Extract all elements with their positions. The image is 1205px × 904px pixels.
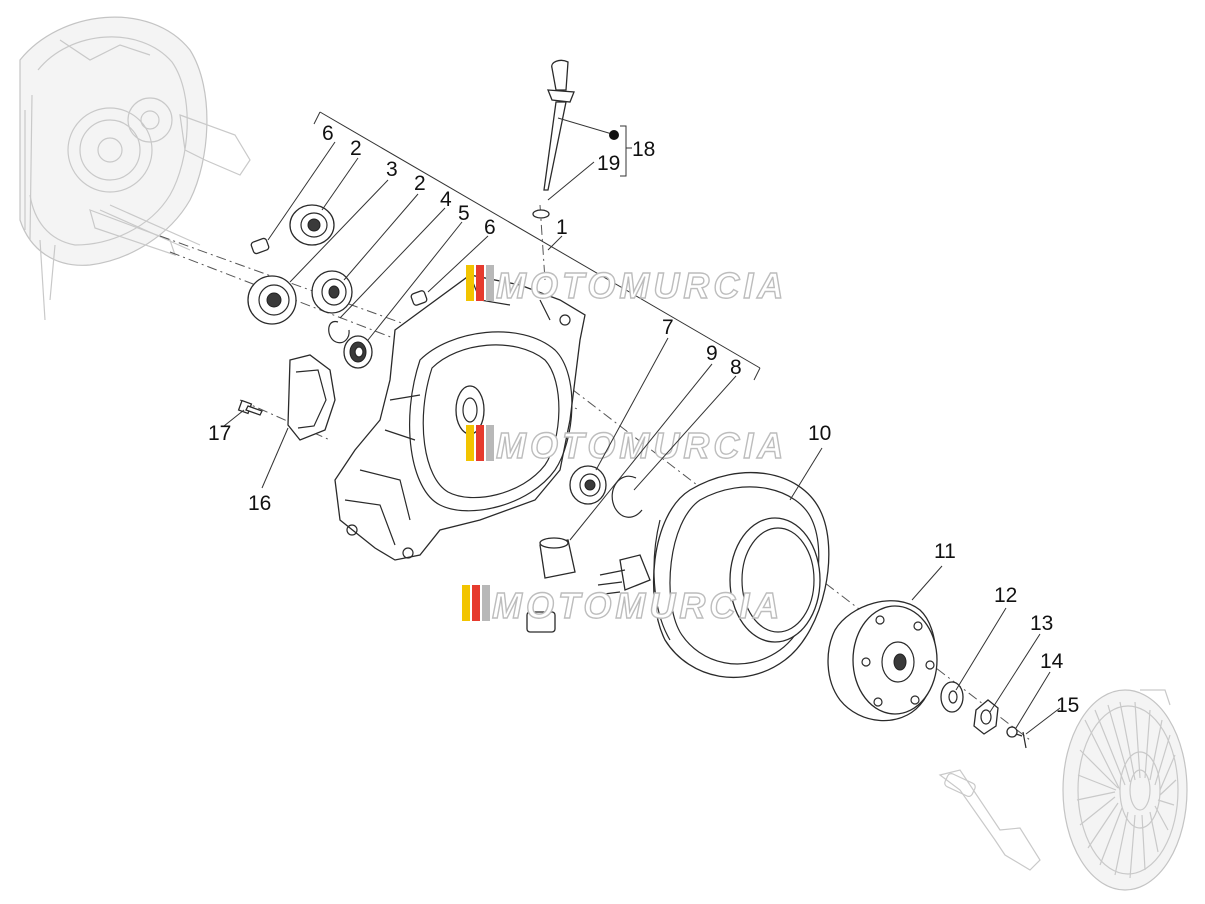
callout-3: 3: [386, 158, 398, 181]
callout-12: 12: [994, 584, 1017, 607]
stator-assembly: [526, 471, 830, 679]
watermark-middle: MOTOMURCIA: [466, 424, 787, 467]
dipstick-o-ring: [532, 209, 550, 219]
bearing-crankshaft: [569, 465, 607, 505]
callout-14: 14: [1040, 650, 1064, 673]
callout-1: 1: [556, 216, 568, 239]
callout-7: 7: [662, 316, 674, 339]
callout-13: 13: [1030, 612, 1053, 635]
watermark-stripe-grey: [482, 585, 490, 621]
watermark-stripe-red: [476, 425, 484, 461]
callout-18: 18: [632, 138, 655, 161]
cover-gasket: [287, 354, 336, 441]
circlip-small: [328, 320, 350, 344]
kit-bracket: [313, 111, 761, 381]
callout-2: 2: [414, 172, 426, 195]
watermark-stripe-red: [476, 265, 484, 301]
callout-16: 16: [248, 492, 271, 515]
circlip-large: [611, 475, 643, 518]
callout-10: 10: [808, 422, 831, 445]
watermark-stripe-red: [472, 585, 480, 621]
callout-15: 15: [1056, 694, 1079, 717]
callout-4: 4: [440, 188, 452, 211]
watermark-stripe-yellow: [462, 585, 470, 621]
watermark-stripe-yellow: [466, 265, 474, 301]
pin: [1022, 731, 1027, 749]
leader-lines: [223, 117, 1061, 735]
rotor: [827, 600, 938, 722]
small-screw: [1006, 726, 1023, 738]
watermark-text: MOTOMURCIA: [496, 425, 787, 466]
watermark-bottom: MOTOMURCIA: [462, 584, 783, 627]
leader-dot: [609, 130, 619, 140]
oil-seal: [343, 335, 373, 369]
callout-6: 6: [322, 122, 334, 145]
callout-8: 8: [730, 356, 742, 379]
dowel-pin-left: [250, 237, 270, 255]
ghost-transmission-assembly: [19, 16, 251, 321]
callout-labels: 6 2 3 2 4 5 6 1 18 19 7 9 8 10 11 12 13 …: [208, 122, 1079, 717]
bushing: [539, 537, 576, 579]
watermark-stripe-grey: [486, 425, 494, 461]
dipstick: [543, 59, 575, 191]
watermark-text: MOTOMURCIA: [496, 265, 787, 306]
ghost-flywheel-fan-cover: [938, 689, 1188, 891]
dowel-pin-right: [410, 290, 428, 306]
watermark-stripe-yellow: [466, 425, 474, 461]
bearing-middle: [311, 270, 353, 314]
callout-17: 17: [208, 422, 231, 445]
callout-9: 9: [706, 342, 718, 365]
watermark-top: MOTOMURCIA: [466, 264, 787, 307]
callout-6: 6: [484, 216, 496, 239]
screw: [237, 399, 263, 416]
crankcase-housing: [334, 274, 586, 561]
callout-2: 2: [350, 137, 362, 160]
callout-19: 19: [597, 152, 620, 175]
callout-5: 5: [458, 202, 470, 225]
watermark-text: MOTOMURCIA: [492, 585, 783, 626]
washer: [940, 681, 964, 713]
watermark-stripe-grey: [486, 265, 494, 301]
bearing-upper: [289, 204, 335, 246]
callout-11: 11: [934, 540, 956, 563]
bearing-large: [247, 275, 297, 325]
cover-gasket-inner: [295, 369, 327, 429]
